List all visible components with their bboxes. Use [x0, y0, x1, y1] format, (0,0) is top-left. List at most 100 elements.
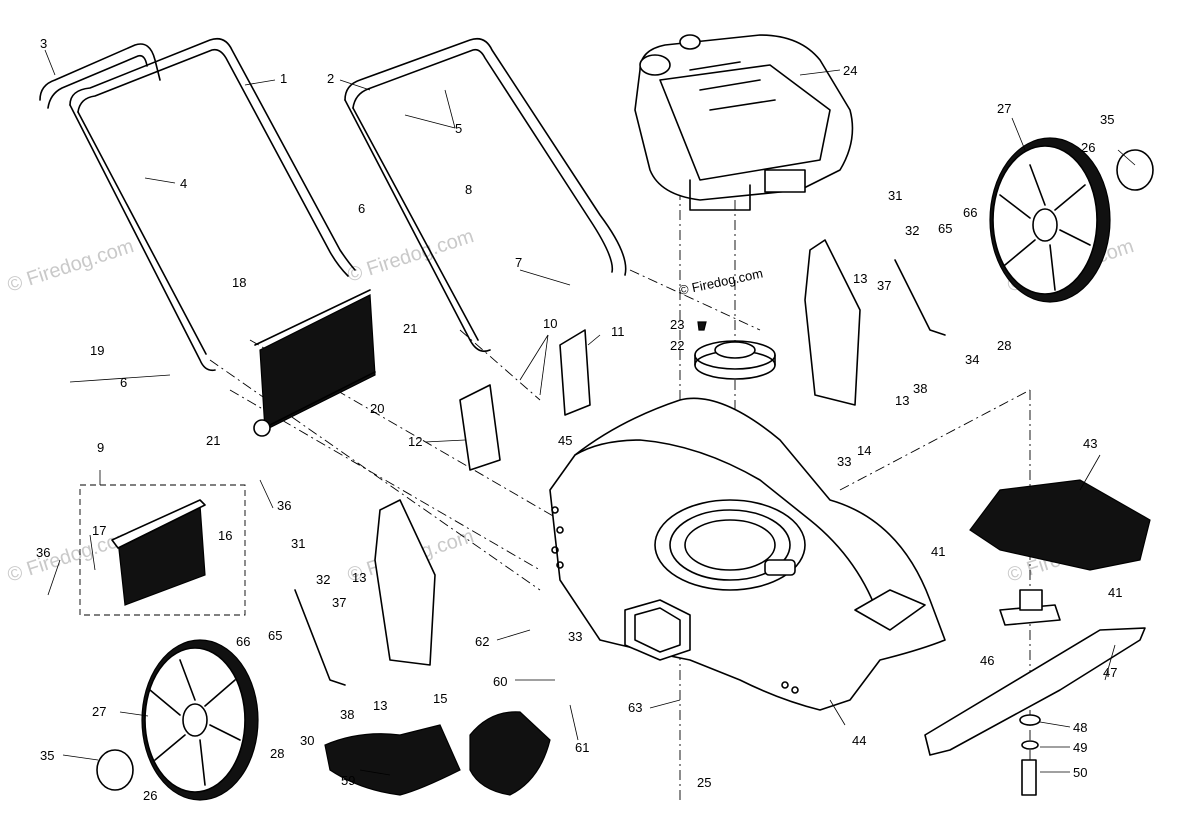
lower-handle	[39, 37, 356, 372]
callout: 8	[465, 182, 472, 197]
callout: 9	[97, 440, 104, 455]
washer	[1019, 714, 1041, 726]
callout: 35	[1100, 112, 1114, 127]
key	[697, 321, 707, 331]
callout: 26	[143, 788, 157, 803]
callout: 28	[270, 746, 284, 761]
callout: 46	[980, 653, 994, 668]
callout: 49	[1073, 740, 1087, 755]
callout: 2	[327, 71, 334, 86]
height-lever-left	[294, 589, 346, 686]
callout: 37	[877, 278, 891, 293]
callout: 24	[843, 63, 857, 78]
callout: 31	[888, 188, 902, 203]
callout: 23	[670, 317, 684, 332]
callout: 13	[853, 271, 867, 286]
callout: 62	[475, 634, 489, 649]
callout: 41	[931, 544, 945, 559]
callout: 65	[938, 221, 952, 236]
callout: 7	[515, 255, 522, 270]
rear-flap	[253, 289, 376, 437]
callout: 27	[997, 101, 1011, 116]
callout: 61	[575, 740, 589, 755]
callout: 16	[218, 528, 232, 543]
callout: 50	[1073, 765, 1087, 780]
callout: 33	[837, 454, 851, 469]
callout: 19	[90, 343, 104, 358]
callout: 30	[300, 733, 314, 748]
blade	[924, 627, 1146, 756]
callout: 66	[963, 205, 977, 220]
upper-handle	[344, 37, 627, 353]
callout: 17	[92, 523, 106, 538]
callout: 12	[408, 434, 422, 449]
callout: 33	[568, 629, 582, 644]
callout: 4	[180, 176, 187, 191]
callout: 41	[1108, 585, 1122, 600]
callout: 32	[316, 572, 330, 587]
callout: 35	[40, 748, 54, 763]
callout: 6	[358, 201, 365, 216]
engine	[634, 34, 854, 211]
callout: 6	[120, 375, 127, 390]
callout: 32	[905, 223, 919, 238]
callout: 28	[997, 338, 1011, 353]
callout: 11	[611, 324, 625, 339]
watermark-text: © Firedog.com	[5, 525, 137, 587]
lock-washer	[1021, 740, 1039, 750]
callout: 47	[1103, 665, 1117, 680]
callout: 15	[433, 691, 447, 706]
callout: 44	[852, 733, 866, 748]
callout: 45	[558, 433, 572, 448]
leader-lines	[44, 49, 1136, 776]
watermark-text: © Firedog.com	[5, 235, 137, 297]
axle-plate-left	[459, 384, 501, 471]
callout: 13	[895, 393, 909, 408]
callout: 34	[965, 352, 979, 367]
baffle	[969, 479, 1151, 571]
callout: 13	[352, 570, 366, 585]
watermark-text: © Firedog.com	[345, 225, 477, 287]
blade-bolt	[1021, 759, 1037, 796]
callout: 18	[232, 275, 246, 290]
callout: 63	[628, 700, 642, 715]
callout: 65	[268, 628, 282, 643]
height-adjuster-rear	[804, 239, 861, 406]
callout: 36	[36, 545, 50, 560]
callout: 59	[341, 773, 355, 788]
discharge-chute	[469, 711, 551, 796]
callout: 38	[913, 381, 927, 396]
callout: 3	[40, 36, 47, 51]
height-lever-right	[894, 259, 946, 336]
callout: 36	[277, 498, 291, 513]
callout-layer: 1 2 3 4 5 6 6 7 8 9 10 11 12 13 13 13 13…	[36, 36, 1122, 803]
mulch-plug	[324, 724, 461, 796]
height-adjuster-front	[374, 499, 436, 666]
callout: 48	[1073, 720, 1087, 735]
callout: 22	[670, 338, 684, 353]
rear-wheel	[989, 137, 1154, 303]
callout: 60	[493, 674, 507, 689]
blade-adapter	[999, 589, 1061, 626]
callout: 38	[340, 707, 354, 722]
callout: 20	[370, 401, 384, 416]
mower-deck	[549, 397, 946, 711]
callout: 10	[543, 316, 557, 331]
callout: 26	[1081, 140, 1095, 155]
front-wheel	[96, 639, 259, 801]
copyright-text: © Firedog.com	[678, 265, 765, 297]
callout: 25	[697, 775, 711, 790]
callout: 5	[455, 121, 462, 136]
callout: 31	[291, 536, 305, 551]
pulley	[694, 340, 776, 380]
callout: 21	[403, 321, 417, 336]
callout: 27	[92, 704, 106, 719]
callout: 13	[373, 698, 387, 713]
callout: 66	[236, 634, 250, 649]
grass-deflector-assembly	[79, 484, 246, 616]
callout: 43	[1083, 436, 1097, 451]
callout: 1	[280, 71, 287, 86]
callout: 14	[857, 443, 871, 458]
axle-plate-right	[559, 329, 591, 416]
